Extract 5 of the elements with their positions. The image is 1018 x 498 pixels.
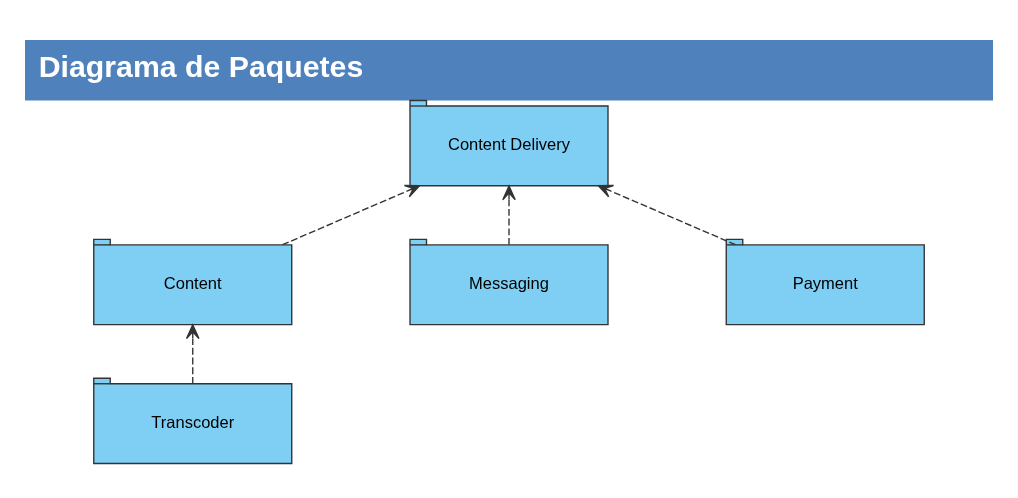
arrow: [502, 185, 516, 246]
diagram-title: Diagrama de Paquetes: [38, 49, 364, 83]
arrow: [281, 184, 421, 246]
arrow: [597, 184, 737, 246]
arrow: [185, 324, 200, 385]
